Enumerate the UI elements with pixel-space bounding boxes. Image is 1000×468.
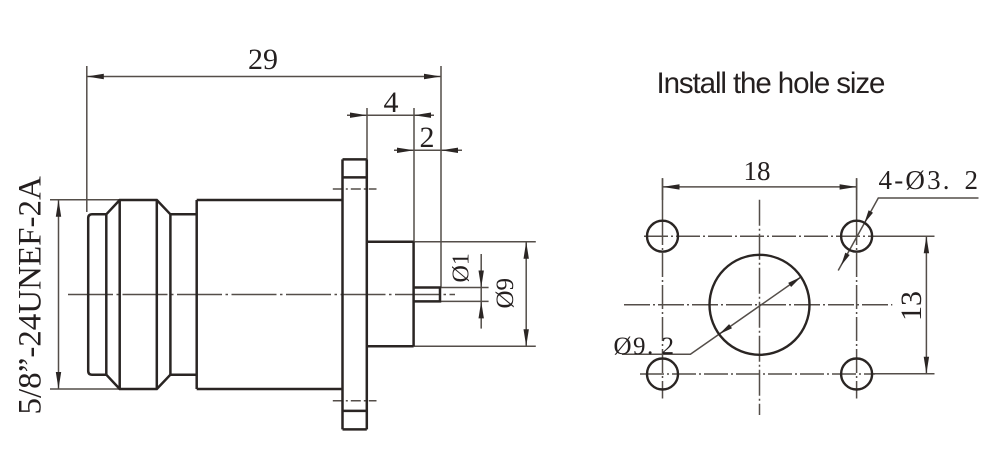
svg-text:13: 13 (895, 291, 928, 321)
svg-text:2: 2 (420, 121, 435, 154)
svg-text:Ø9.: Ø9. (614, 333, 655, 360)
svg-text:Install the hole size: Install the hole size (657, 67, 885, 100)
svg-text:29: 29 (248, 43, 278, 76)
svg-text:Ø9: Ø9 (492, 278, 519, 309)
svg-text:Ø1: Ø1 (449, 253, 475, 282)
svg-text:4-Ø3.: 4-Ø3. (879, 165, 952, 195)
svg-text:2: 2 (662, 333, 675, 360)
svg-text:5/8”-24UNEF-2A: 5/8”-24UNEF-2A (13, 176, 49, 414)
svg-text:18: 18 (744, 156, 771, 186)
svg-text:4: 4 (384, 86, 399, 119)
svg-text:2: 2 (965, 165, 979, 195)
